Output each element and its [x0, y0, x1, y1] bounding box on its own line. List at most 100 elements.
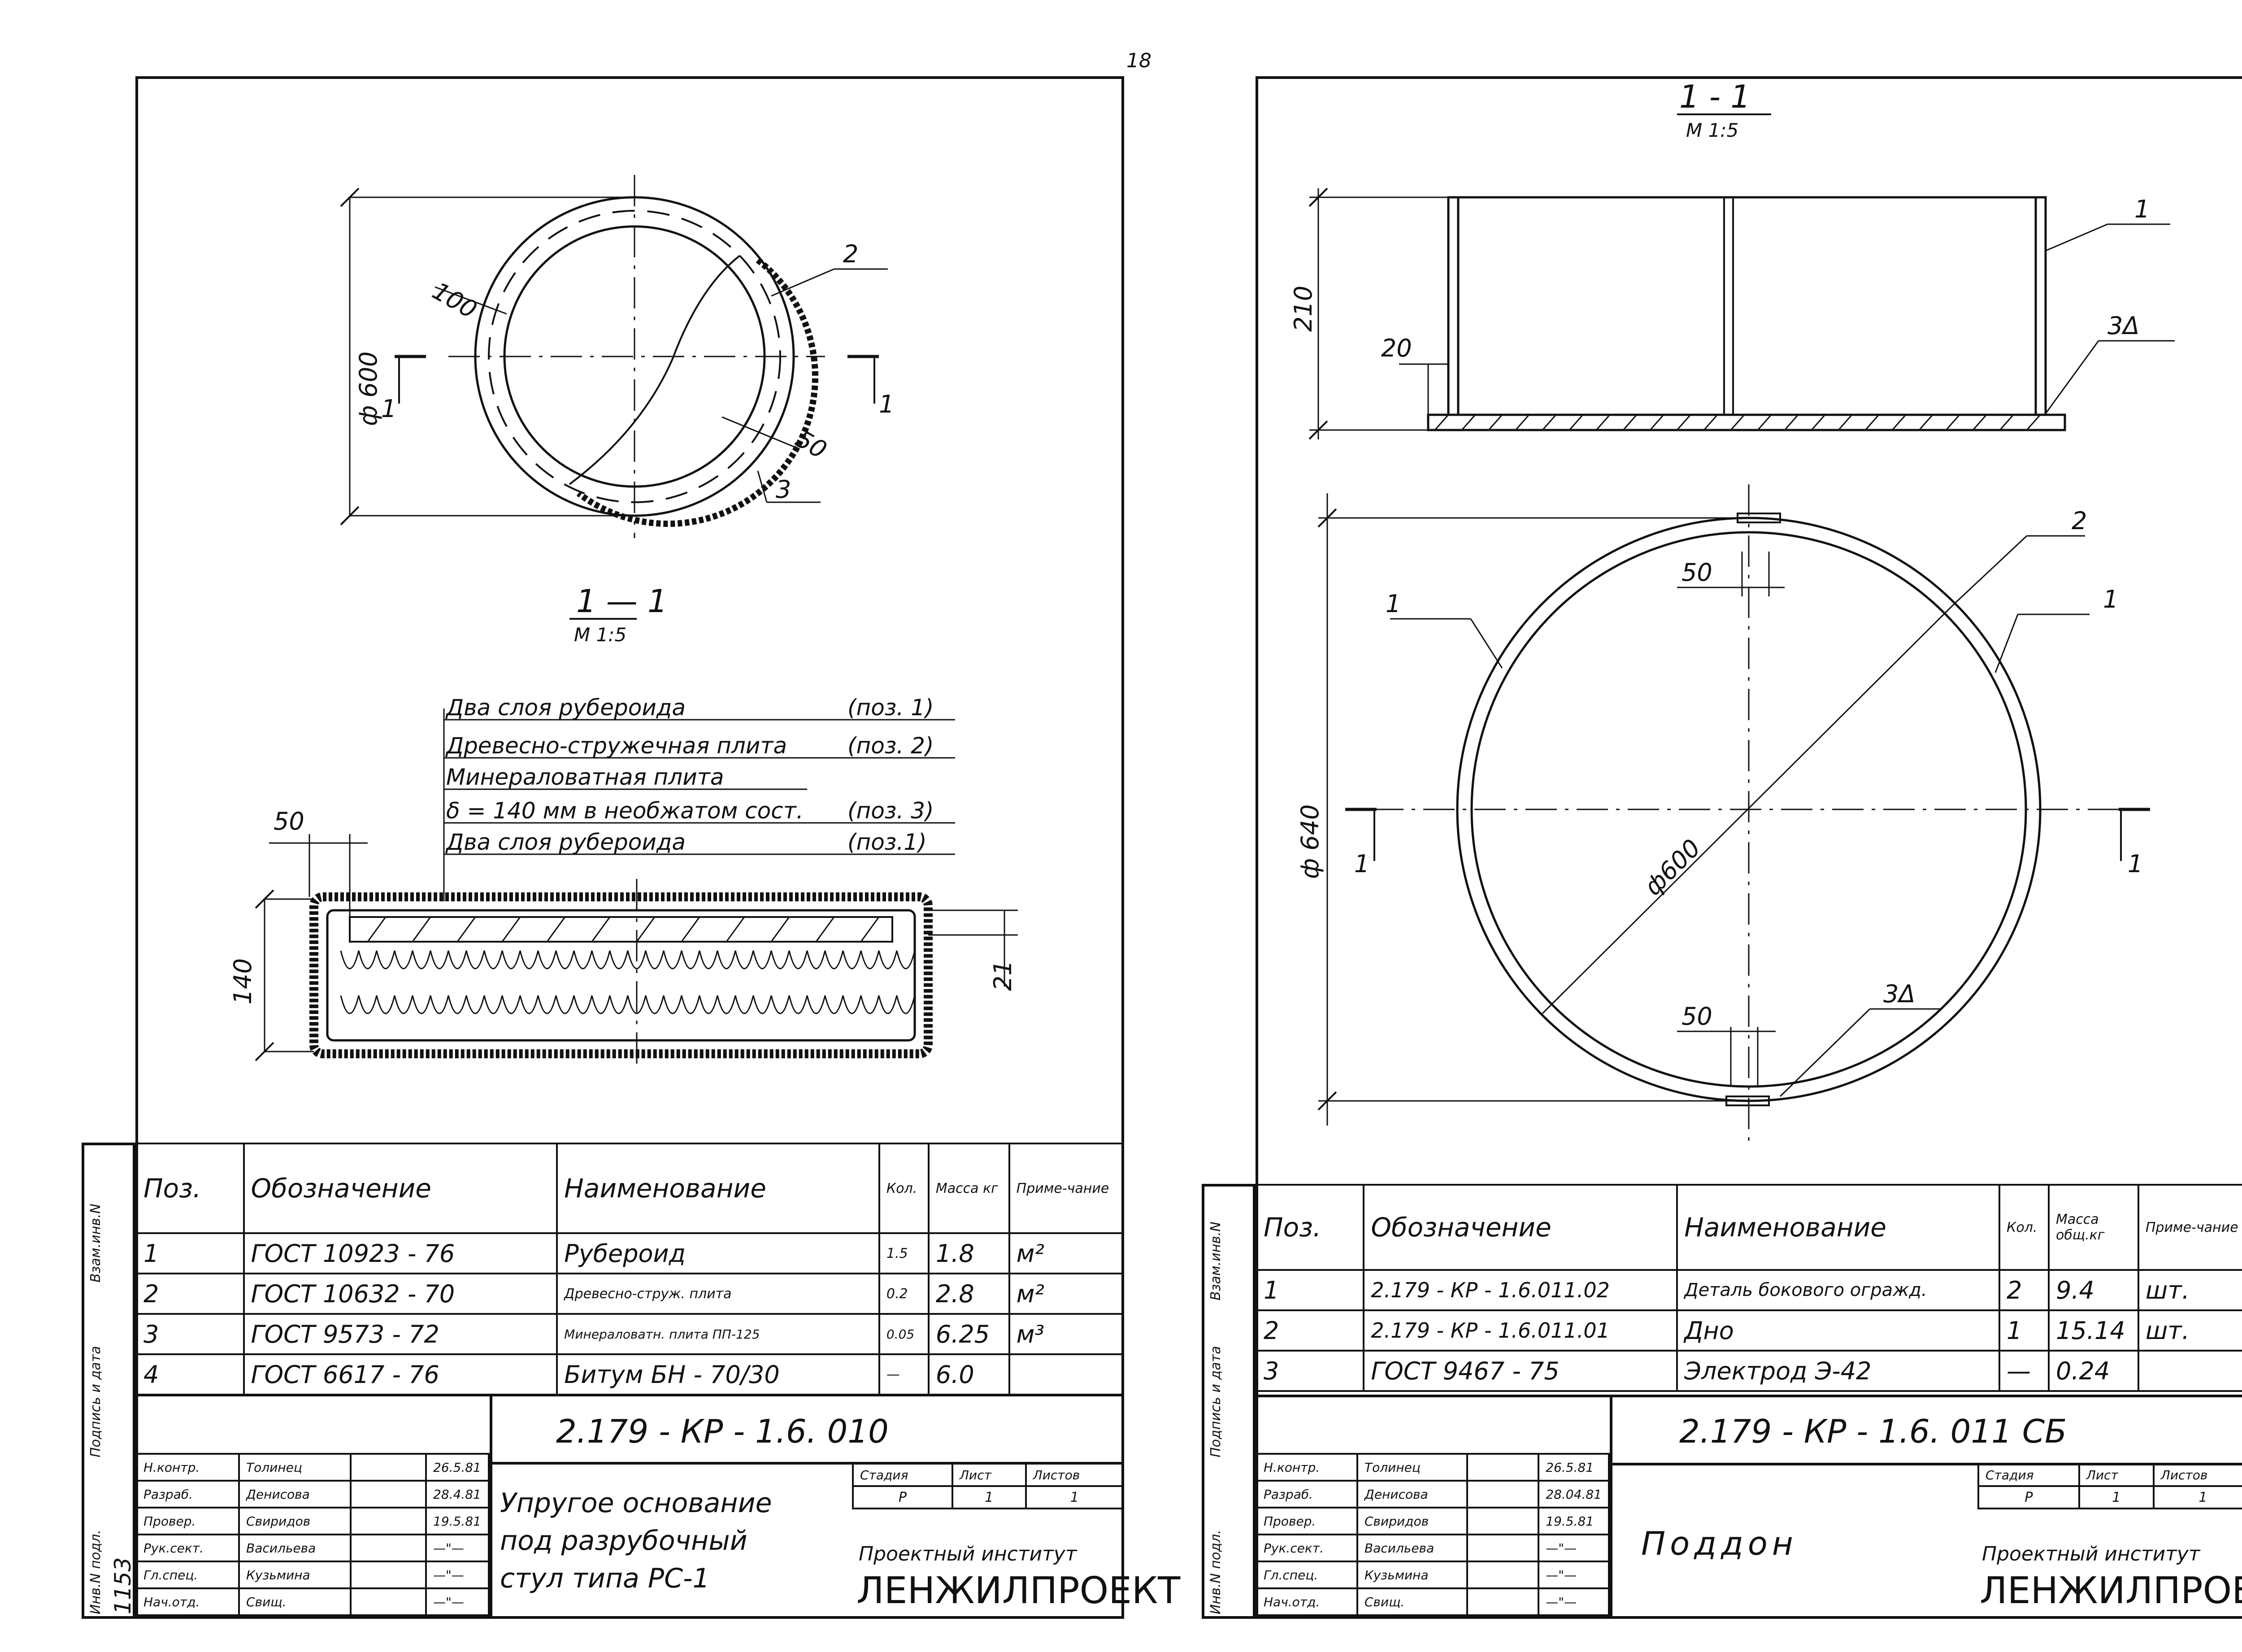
s2-sig2-name: Денисова: [1356, 1480, 1469, 1509]
sheet1-stamp-divider: [490, 1394, 492, 1619]
layer-3-text: Минераловатная плита: [446, 764, 724, 790]
pos-2-label: 2: [843, 240, 858, 268]
s2-spec-header-note: Приме-чание: [2137, 1184, 2242, 1271]
s2-diameter-inner: ф600: [1639, 834, 1706, 901]
row3-note: м³: [1008, 1313, 1125, 1355]
dim-50-section: 50: [274, 807, 304, 835]
spec-header-qty: Кол.: [878, 1143, 930, 1234]
section-scale: M 1:5: [574, 624, 626, 646]
spec-header-note: Приме-чание: [1008, 1143, 1125, 1234]
s2-sig4-role: Рук.сект.: [1256, 1534, 1358, 1562]
s2-spec-header-qty: Кол.: [1999, 1184, 2050, 1271]
s2-row2-name: Дно: [1676, 1309, 2001, 1352]
s2-row3-name: Электрод Э-42: [1676, 1350, 2001, 1392]
hatch-arc: [576, 257, 819, 527]
sheet1-institute-name: ЛЕНЖИЛПРОЕКТ: [856, 1569, 1181, 1612]
row2-designation: ГОСТ 10632 - 70: [243, 1273, 558, 1315]
s2-row3-designation: ГОСТ 9467 - 75: [1363, 1350, 1678, 1392]
sheet2-side-label-replace: Взам.инв.N: [1208, 1222, 1224, 1300]
s2-row2-note: шт.: [2137, 1309, 2242, 1352]
sheet1-title-line3: стул типа РС-1: [500, 1563, 710, 1594]
sheets-value: 1: [1025, 1485, 1125, 1509]
s2-sig4-name: Васильева: [1356, 1534, 1469, 1562]
layer-5-text: Два слоя рубероида: [445, 829, 686, 855]
s2-row1-note: шт.: [2137, 1269, 2242, 1311]
row3-name: Минераловатн. плита ПП-125: [556, 1313, 880, 1355]
s2-sheets-label: Листов: [2152, 1463, 2242, 1487]
sig5-name: Кузьмина: [238, 1561, 352, 1589]
sig1-name: Толинец: [238, 1453, 352, 1482]
sig1-role: Н.контр.: [135, 1453, 240, 1482]
sig2-date: 28.4.81: [425, 1480, 490, 1509]
sheet1-document-code: 2.179 - КР - 1.6. 010: [556, 1413, 889, 1450]
s2-row2-designation: 2.179 - КР - 1.6.011.01: [1363, 1309, 1678, 1352]
s2-row3-mass: 0.24: [2047, 1350, 2139, 1392]
sheet-label: Лист: [951, 1463, 1027, 1487]
s2-row3-qty: —: [1999, 1350, 2050, 1392]
s2-sheet-label: Лист: [2078, 1463, 2155, 1487]
row1-name: Рубероид: [556, 1232, 880, 1274]
s2-sig2-role: Разраб.: [1256, 1480, 1358, 1509]
layer-1-pos: (поз. 1): [847, 695, 934, 721]
spec-header-name: Наименование: [556, 1143, 880, 1234]
sig5-role: Гл.спец.: [135, 1561, 240, 1589]
sheet1-stamp: [135, 1394, 1124, 1619]
wall-right: [2034, 196, 2047, 416]
stage-label: Стадия: [852, 1463, 953, 1487]
layer-2-pos: (поз. 2): [847, 733, 934, 759]
row2-qty: 0.2: [878, 1273, 930, 1315]
row3-mass: 6.25: [927, 1313, 1010, 1355]
row3-pos: 3: [135, 1313, 245, 1355]
s2-row2-qty: 1: [1999, 1309, 2050, 1352]
s2-sheets-value: 1: [2152, 1485, 2242, 1509]
s2-dim-20: 20: [1381, 334, 1412, 362]
sheet2-title: Поддон: [1641, 1525, 1798, 1562]
s2-row1-pos: 1: [1255, 1269, 1365, 1311]
sheet2-side-label-inv: Инв.N подл.: [1208, 1530, 1224, 1614]
s2-spec-header-name: Наименование: [1676, 1184, 2001, 1271]
row4-mass: 6.0: [927, 1353, 1010, 1396]
s2-sig5-date: —"—: [1538, 1561, 1610, 1589]
sig4-role: Рук.сект.: [135, 1534, 240, 1562]
section-title: 1 — 1: [576, 583, 668, 620]
s2-sig6-name: Свищ.: [1356, 1587, 1469, 1616]
s2-sheet-value: 1: [2078, 1485, 2155, 1509]
cut-label-right: 1: [879, 390, 894, 418]
s2-row1-qty: 2: [1999, 1269, 2050, 1311]
row2-name: Древесно-струж. плита: [556, 1273, 880, 1315]
sig3-role: Провер.: [135, 1507, 240, 1535]
s2-sig4-date: —"—: [1538, 1534, 1610, 1562]
row3-designation: ГОСТ 9573 - 72: [243, 1313, 558, 1355]
dim-140: 140: [229, 958, 257, 1004]
s2-spec-header-designation: Обозначение: [1363, 1184, 1678, 1271]
sheet-value: 1: [951, 1485, 1027, 1509]
sheet2-side-label-sign: Подпись и дата: [1208, 1346, 1224, 1458]
s2-sig6-role: Нач.отд.: [1256, 1587, 1358, 1616]
spec-header-mass: Масса кг: [927, 1143, 1010, 1234]
s2-sig5-role: Гл.спец.: [1256, 1561, 1358, 1589]
sig4-name: Васильева: [238, 1534, 352, 1562]
pos-3-label: 3: [776, 475, 791, 504]
bottom-plate: [1427, 413, 2066, 431]
s2-sig3-date: 19.5.81: [1538, 1507, 1610, 1535]
row4-name: Битум БН - 70/30: [556, 1353, 880, 1396]
s2-sig2-date: 28.04.81: [1538, 1480, 1610, 1509]
sheet1-side-strip: [82, 1143, 135, 1619]
row2-mass: 2.8: [927, 1273, 1010, 1315]
s2-spec-header-mass: Масса общ.кг: [2047, 1184, 2139, 1271]
s2-row1-designation: 2.179 - КР - 1.6.011.02: [1363, 1269, 1678, 1311]
sig2-name: Денисова: [238, 1480, 352, 1509]
s2-sig5-name: Кузьмина: [1356, 1561, 1469, 1589]
diameter-label: ф 600: [354, 352, 382, 426]
s2-spec-header-pos: Поз.: [1255, 1184, 1365, 1271]
row1-note: м²: [1008, 1232, 1125, 1274]
dim-21: 21: [989, 960, 1017, 991]
sheet2-document-code: 2.179 - КР - 1.6. 011 СБ: [1679, 1413, 2067, 1450]
s2-row2-pos: 2: [1255, 1309, 1365, 1352]
row1-qty: 1.5: [878, 1232, 930, 1274]
s2-section-scale: M 1:5: [1686, 119, 1738, 141]
